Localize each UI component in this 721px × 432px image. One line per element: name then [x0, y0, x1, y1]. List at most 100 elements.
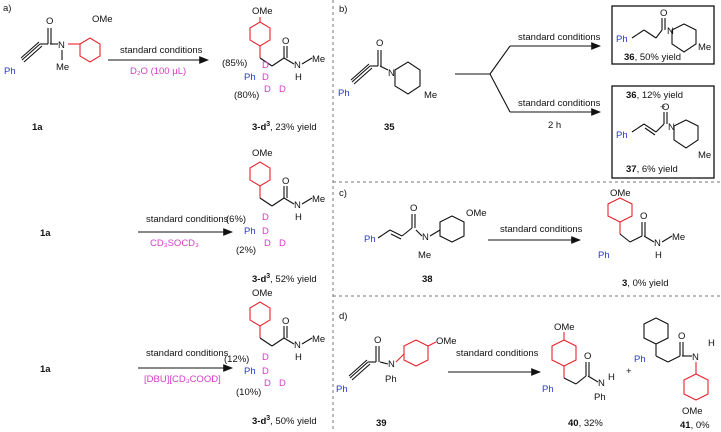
- conditions-c: standard conditions: [500, 224, 583, 235]
- o-40: O: [584, 351, 591, 362]
- me-35: Me: [424, 90, 437, 101]
- d-row1-a: D: [262, 60, 269, 71]
- product-3-d3-structure-row1: [249, 17, 313, 67]
- product-41-structure: [643, 317, 709, 401]
- product-caption-row3: 3-d3, 50% yield: [252, 415, 317, 427]
- branching-arrows: [455, 42, 602, 116]
- conditions-d: standard conditions: [456, 348, 539, 359]
- product-box-36-37: [611, 85, 715, 179]
- d-row2-b: D: [262, 226, 269, 237]
- d-row1-b: D: [262, 72, 269, 83]
- panel-c-label: c): [339, 188, 347, 199]
- ome-38: OMe: [466, 208, 487, 219]
- n-35: N: [388, 68, 395, 79]
- h-row3: H: [295, 352, 302, 363]
- ph-36: Ph: [616, 34, 628, 45]
- reactant-id-35: 35: [384, 122, 395, 133]
- ph-39: Ph: [336, 384, 348, 395]
- caption-box2-a: 36, 12% yield: [626, 90, 683, 101]
- caption-41: 41, 0%: [680, 420, 710, 431]
- reactant-id-38: 38: [422, 274, 433, 285]
- me-38: Me: [418, 250, 431, 261]
- ome-40: OMe: [554, 322, 575, 333]
- d-row3-b: D: [262, 366, 269, 377]
- plus-b: +: [660, 102, 666, 113]
- product-36-structure: [631, 18, 697, 53]
- conditions-row2: standard conditions: [146, 214, 229, 225]
- conditions-row3: standard conditions: [146, 348, 229, 359]
- reactant-id-39: 39: [376, 418, 387, 429]
- caption-3: 3, 0% yield: [622, 278, 668, 289]
- n-38: N: [422, 232, 429, 243]
- o-row2: O: [282, 176, 289, 187]
- ph-38: Ph: [364, 234, 376, 245]
- conditions-b-top: standard conditions: [518, 32, 601, 43]
- product-3-d3-structure-row3: [249, 301, 313, 347]
- reactant-1a-structure-row1: [20, 28, 101, 63]
- product-3-d3-structure-row2: [249, 161, 313, 207]
- o-3: O: [640, 211, 647, 222]
- n-row2: N: [294, 200, 301, 211]
- caption-box1: 36, 50% yield: [624, 52, 681, 63]
- me-row2: Me: [312, 194, 325, 205]
- ph-37: Ph: [616, 130, 628, 141]
- o-35: O: [376, 38, 383, 49]
- n-37: N: [668, 122, 675, 133]
- n-row1: N: [294, 60, 301, 71]
- ph-40-c: Ph: [542, 384, 554, 395]
- product-box-36: [611, 5, 715, 65]
- n-39: N: [388, 359, 395, 370]
- d-row3-c: D: [264, 378, 271, 389]
- o-38: O: [410, 203, 417, 214]
- me-row1: Me: [312, 54, 325, 65]
- ome-39: OMe: [436, 336, 457, 347]
- reactant-id-row3: 1a: [40, 364, 51, 375]
- ome-3: OMe: [610, 188, 631, 199]
- o-39: O: [374, 335, 381, 346]
- pct-bottom-row3: (10%): [236, 387, 261, 398]
- caption-box2-b: 37, 6% yield: [626, 164, 678, 175]
- reactant-35-structure: [350, 50, 421, 95]
- me-37: Me: [698, 150, 711, 161]
- o-36: O: [660, 8, 667, 19]
- n-40: N: [598, 378, 605, 389]
- atom-o: O: [46, 16, 53, 27]
- h-row1: H: [295, 72, 302, 83]
- d-row1-d: D: [279, 84, 286, 95]
- panel-dividers: [332, 0, 721, 432]
- ph-3: Ph: [598, 250, 610, 261]
- h-41: H: [708, 338, 715, 349]
- h-row2: H: [295, 212, 302, 223]
- o-41: O: [678, 331, 685, 342]
- o-row3: O: [282, 316, 289, 327]
- n-36: N: [667, 26, 674, 37]
- ph-35: Ph: [338, 88, 350, 99]
- o-37: O: [662, 102, 669, 113]
- product-3-structure: [607, 197, 673, 243]
- reagent-row2: CD₃SOCD₃: [150, 238, 199, 249]
- d-row2-c: D: [264, 238, 271, 249]
- conditions-b-bottom: standard conditions: [518, 98, 601, 109]
- d-row3-d: D: [279, 378, 286, 389]
- pct-top-row3: (12%): [224, 354, 249, 365]
- product-40-structure: [551, 332, 599, 385]
- h-3: H: [655, 250, 662, 261]
- ph-row2: Ph: [244, 226, 256, 237]
- ph-row1: Ph: [244, 72, 256, 83]
- ome-41: OMe: [682, 406, 703, 417]
- pct-bottom-row2: (2%): [236, 245, 256, 256]
- time-b: 2 h: [548, 120, 561, 131]
- conditions-row1: standard conditions: [120, 45, 203, 56]
- product-ome-row1: OMe: [252, 6, 273, 17]
- n-3: N: [654, 238, 661, 249]
- d-row3-a: D: [262, 352, 269, 363]
- pct-bottom-row1: (80%): [234, 90, 259, 101]
- atom-ome: OMe: [92, 14, 113, 25]
- panel-a-label: a): [3, 3, 11, 14]
- d-row2-d: D: [279, 238, 286, 249]
- atom-n: N: [58, 40, 65, 51]
- o-row1: O: [282, 36, 289, 47]
- product-caption-row2: 3-d3, 52% yield: [252, 273, 317, 285]
- n-row3: N: [294, 340, 301, 351]
